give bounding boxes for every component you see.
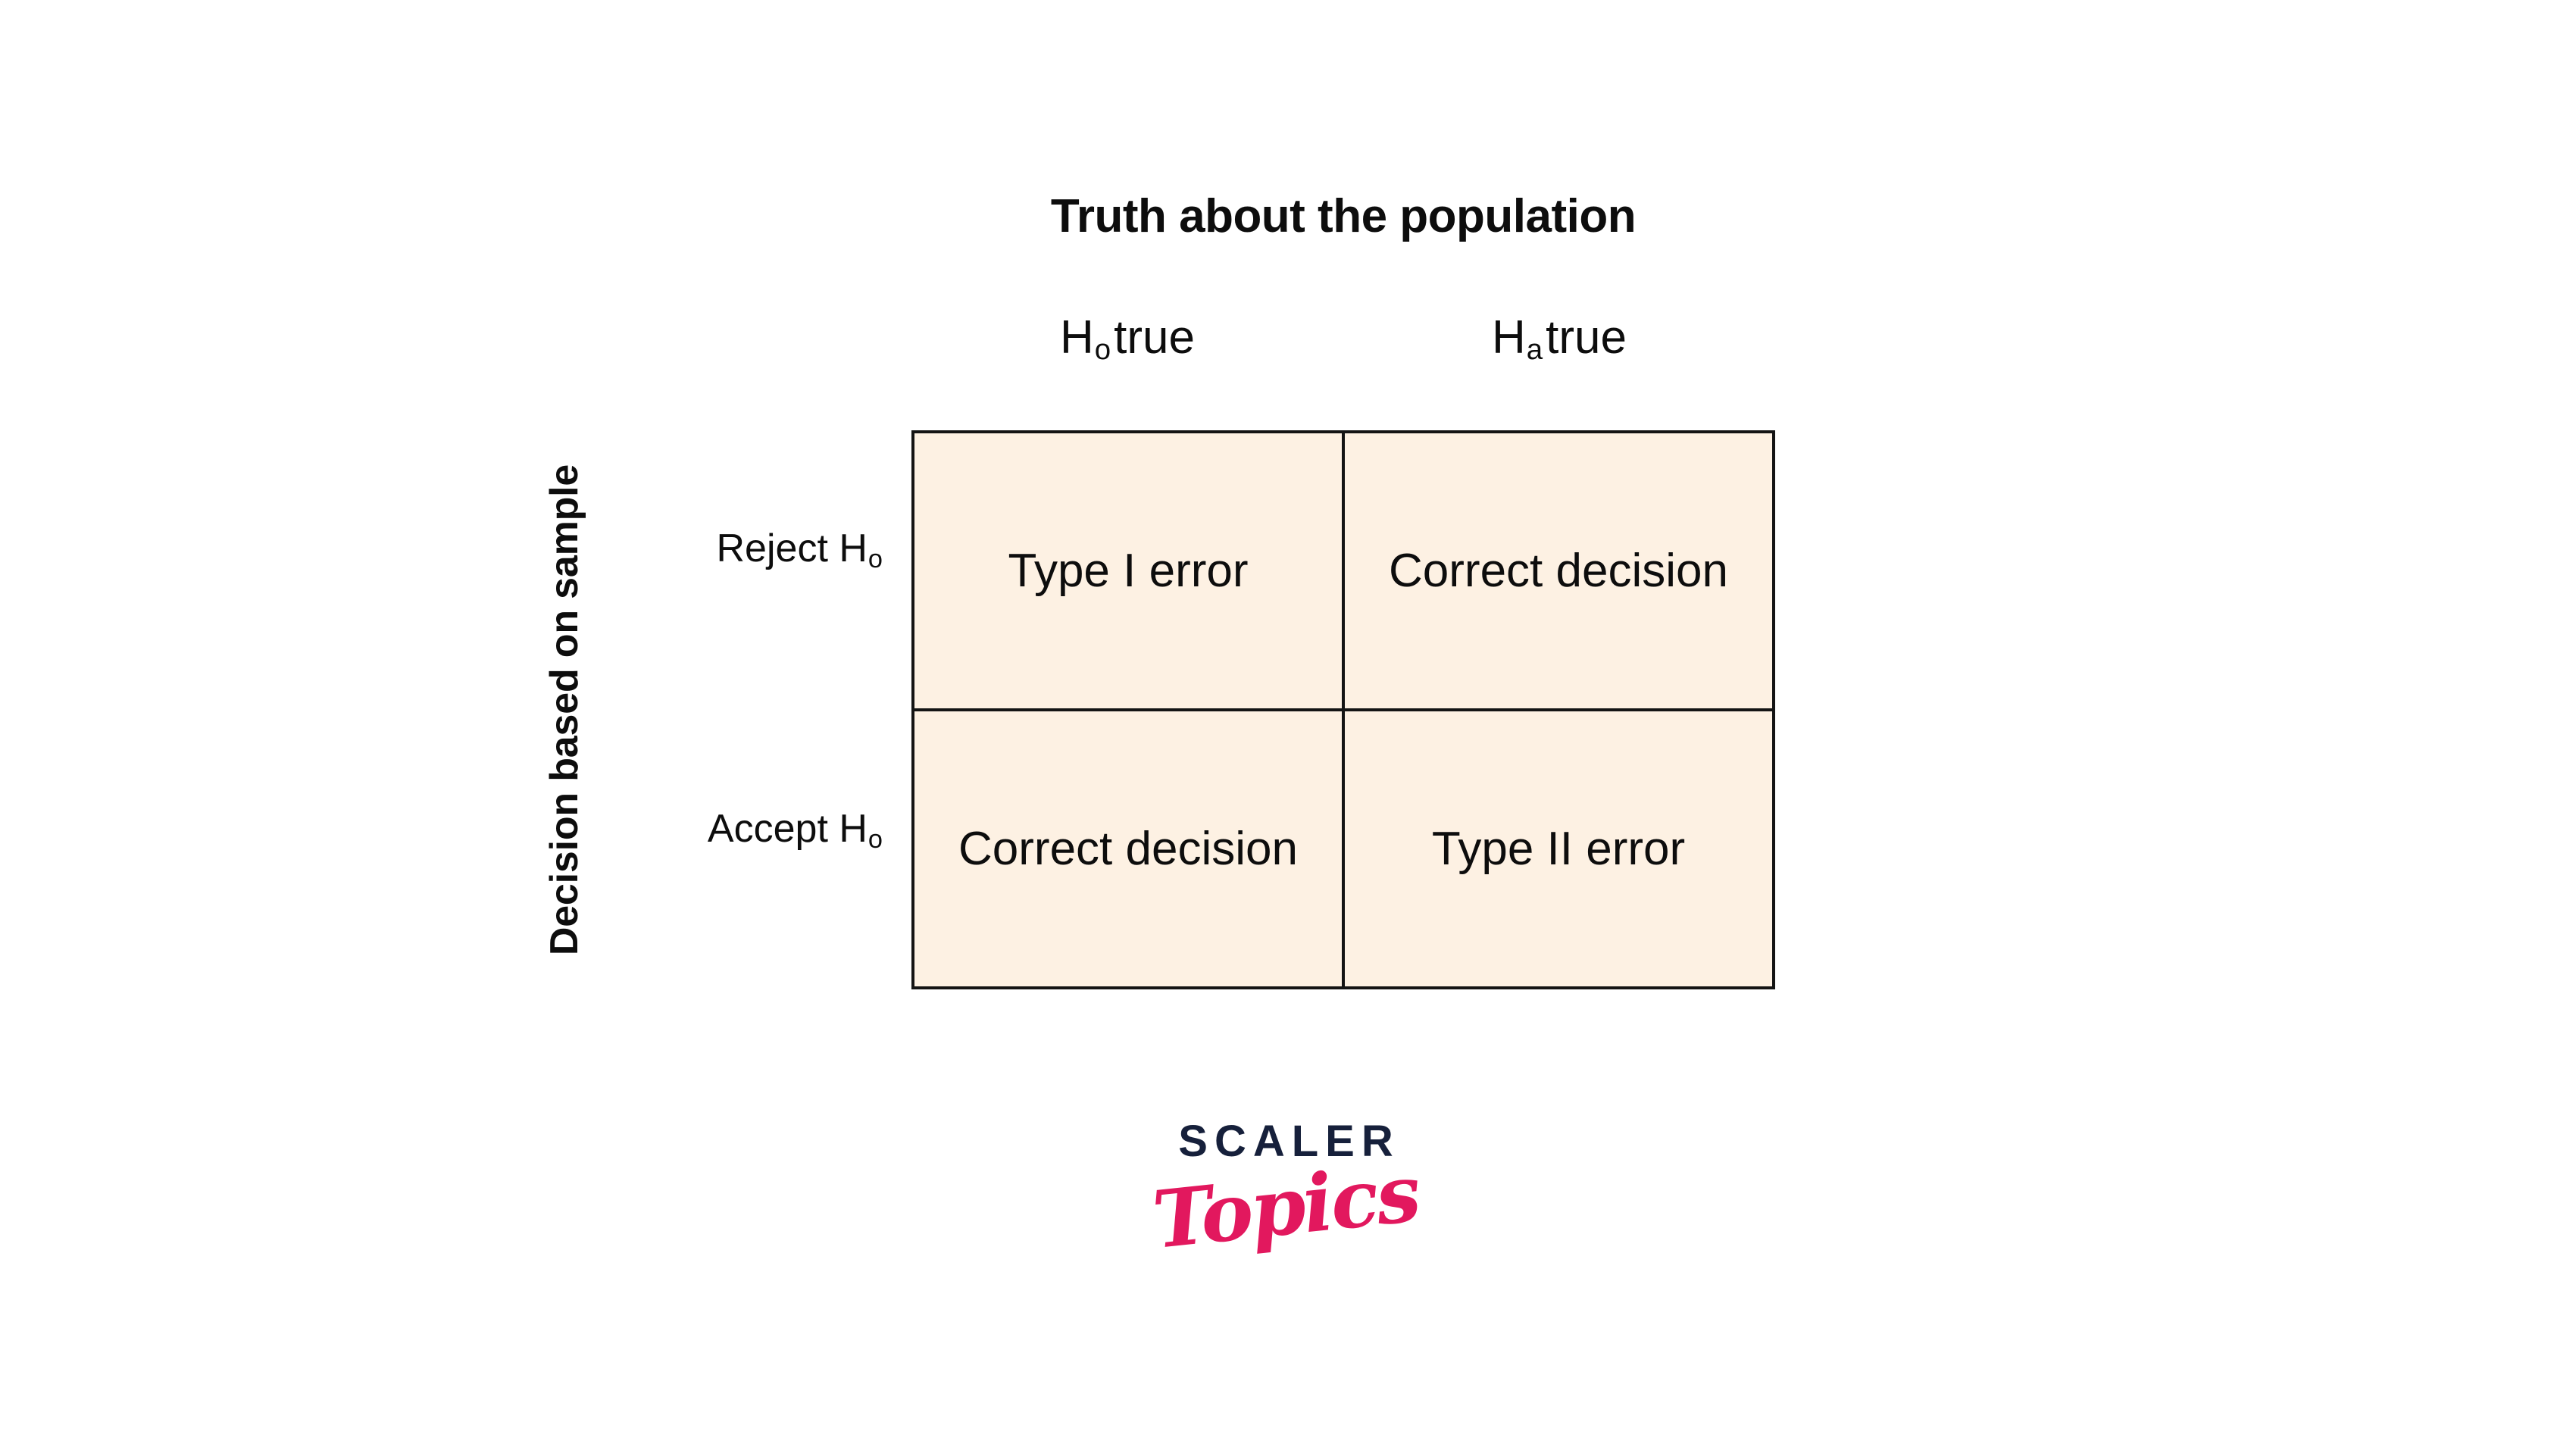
column-header-h0-true: Hotrue [911,311,1343,365]
matrix-cell-accept-hatrue: Type II error [1345,711,1772,986]
row-header-prefix: Accept H [707,807,868,851]
matrix-title: Truth about the population [1050,190,1637,242]
column-header-subscript: a [1526,333,1543,367]
row-header-accept-h0: Accept Ho [504,807,883,852]
matrix-cell-accept-h0true: Correct decision [914,711,1342,986]
row-header-prefix: Reject H [716,527,868,570]
column-header-subscript: o [1094,333,1111,367]
decision-matrix-grid: Type I error Correct decision Correct de… [911,430,1775,989]
logo-script-topics: Topics [1149,1145,1423,1267]
matrix-cell-reject-h0true: Type I error [914,433,1342,708]
matrix-cell-reject-hatrue: Correct decision [1345,433,1772,708]
row-header-subscript: o [868,824,883,854]
column-header-symbol: H [1492,311,1526,364]
column-header-rest: true [1114,311,1195,364]
row-axis-label: Decision based on sample [542,464,586,956]
row-header-reject-h0: Reject Ho [504,527,883,572]
row-header-subscript: o [868,544,883,573]
column-header-ha-true: Hatrue [1343,311,1775,365]
column-header-rest: true [1546,311,1627,364]
column-header-symbol: H [1060,311,1094,364]
scaler-topics-logo: SCALER Topics [1121,1120,1450,1317]
logo-wordmark: SCALER [1178,1117,1400,1166]
